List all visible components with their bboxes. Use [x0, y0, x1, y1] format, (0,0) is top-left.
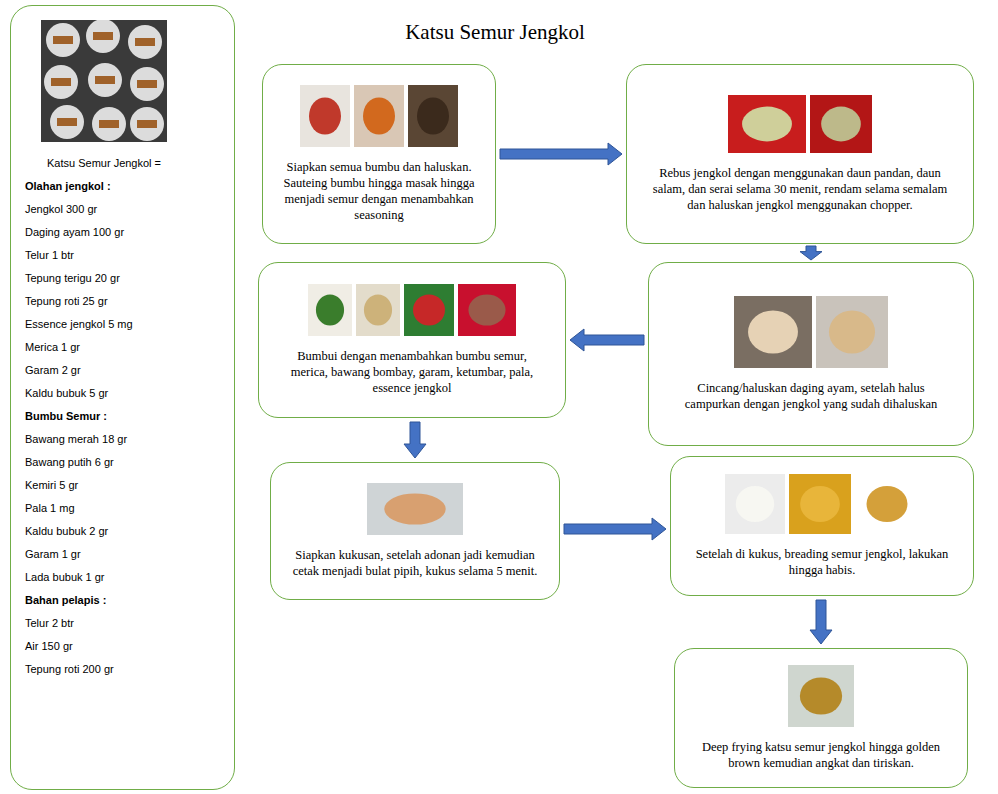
ingredient-line: Tepung roti 25 gr: [19, 290, 226, 313]
step-text: Rebus jengkol dengan menggunakan daun pa…: [646, 165, 954, 214]
ingredient-line: Olahan jengkol :: [19, 175, 226, 198]
food-photo: [300, 85, 458, 147]
ingredient-line: Air 150 gr: [19, 635, 226, 658]
ingredient-line: Jengkol 300 gr: [19, 198, 226, 221]
process-box: Bumbui dengan menambahkan bumbu semur, m…: [258, 262, 566, 418]
food-photo: [734, 296, 888, 368]
process-box: Setelah di kukus, breading semur jengkol…: [670, 456, 974, 596]
ingredient-line: Bumbu Semur :: [19, 405, 226, 428]
ingredient-line: Merica 1 gr: [19, 336, 226, 359]
ingredient-line: Telur 1 btr: [19, 244, 226, 267]
ingredient-line: Tepung terigu 20 gr: [19, 267, 226, 290]
food-photo: [728, 95, 872, 153]
ingredient-line: Kemiri 5 gr: [19, 474, 226, 497]
flow-arrow: [564, 518, 666, 540]
food-photo: [308, 284, 516, 336]
ingredient-line: Essence jengkol 5 mg: [19, 313, 226, 336]
ingredient-line: Kaldu bubuk 5 gr: [19, 382, 226, 405]
process-box: Cincang/haluskan daging ayam, setelah ha…: [648, 262, 974, 446]
flow-arrow: [810, 600, 832, 644]
ingredient-line: Tepung roti 200 gr: [19, 658, 226, 681]
flow-arrow: [570, 329, 644, 351]
step-text: Siapkan kukusan, setelah adonan jadi kem…: [290, 547, 540, 580]
food-photo: [41, 20, 167, 142]
flow-arrow: [800, 246, 822, 260]
diagram-title: Katsu Semur Jengkol: [300, 20, 690, 45]
ingredient-line: Garam 1 gr: [19, 543, 226, 566]
step-text: Setelah di kukus, breading semur jengkol…: [690, 546, 954, 579]
ingredient-panel: Katsu Semur Jengkol =Olahan jengkol :Jen…: [10, 5, 235, 790]
ingredient-line: Pala 1 mg: [19, 497, 226, 520]
ingredient-line: Telur 2 btr: [19, 612, 226, 635]
process-box: Siapkan semua bumbu dan haluskan. Sautei…: [262, 64, 496, 244]
process-box: Deep frying katsu semur jengkol hingga g…: [674, 648, 968, 788]
food-photo: [725, 474, 919, 534]
step-text: Bumbui dengan menambahkan bumbu semur, m…: [278, 348, 546, 397]
ingredient-line: Lada bubuk 1 gr: [19, 566, 226, 589]
process-box: Rebus jengkol dengan menggunakan daun pa…: [626, 64, 974, 244]
process-box: Siapkan kukusan, setelah adonan jadi kem…: [270, 462, 560, 600]
step-text: Cincang/haluskan daging ayam, setelah ha…: [668, 380, 954, 413]
flow-arrow: [500, 143, 622, 165]
ingredient-line: Garam 2 gr: [19, 359, 226, 382]
step-text: Deep frying katsu semur jengkol hingga g…: [694, 739, 948, 772]
ingredient-line: Daging ayam 100 gr: [19, 221, 226, 244]
flow-arrow: [404, 422, 426, 458]
food-photo: [788, 665, 854, 727]
step-text: Siapkan semua bumbu dan haluskan. Sautei…: [282, 159, 476, 224]
ingredient-line: Kaldu bubuk 2 gr: [19, 520, 226, 543]
ingredient-line: Bawang putih 6 gr: [19, 451, 226, 474]
ingredient-line: Bawang merah 18 gr: [19, 428, 226, 451]
food-photo: [367, 483, 463, 535]
ingredient-line: Katsu Semur Jengkol =: [19, 152, 226, 175]
ingredient-line: Bahan pelapis :: [19, 589, 226, 612]
